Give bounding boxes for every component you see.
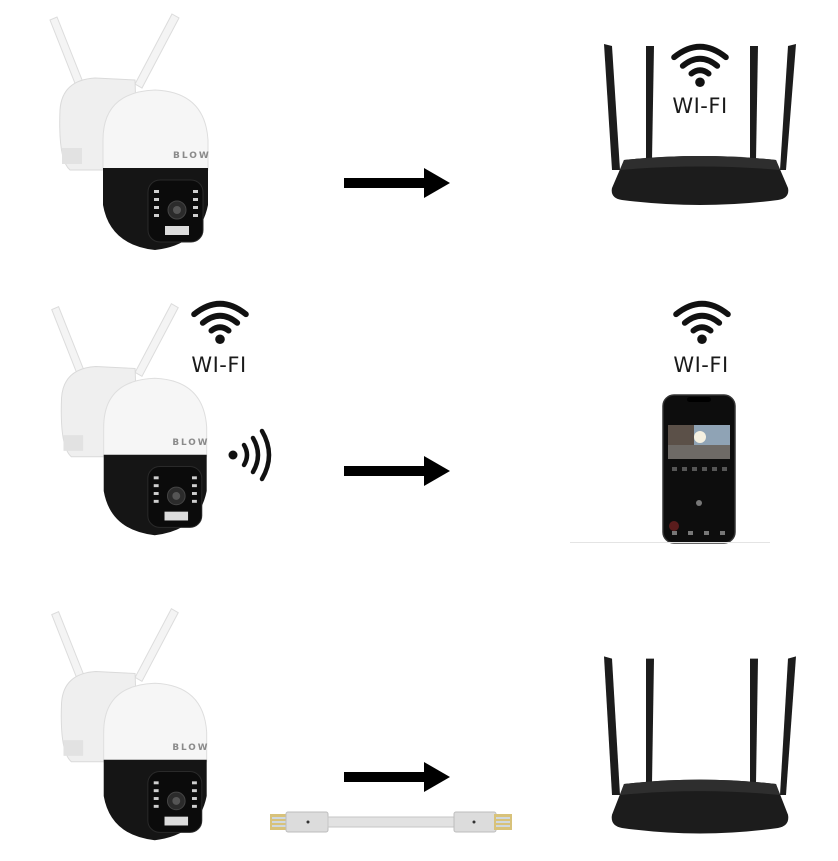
arrow-right-icon <box>344 762 450 792</box>
wifi-icon <box>672 297 732 345</box>
smartphone-app-image <box>662 394 736 544</box>
ip-camera-image <box>40 595 240 850</box>
wifi-label: WI-FI <box>673 353 729 377</box>
row-camera-to-wifi-router: WI-FI <box>0 0 838 260</box>
wifi-icon <box>670 40 730 88</box>
row-camera-to-router-via-ethernet <box>0 590 838 861</box>
radio-waves-icon <box>228 428 272 482</box>
wifi-label: WI-FI <box>672 94 728 118</box>
wifi-label: WI-FI <box>191 353 247 377</box>
ethernet-cable-icon <box>270 811 512 833</box>
router-image <box>580 630 820 850</box>
shelf-shadow-line <box>570 542 770 543</box>
ip-camera-image <box>40 0 240 260</box>
arrow-right-icon <box>344 168 450 198</box>
row-camera-to-smartphone: WI-FI WI-FI <box>0 285 838 545</box>
arrow-right-icon <box>344 456 450 486</box>
wifi-icon <box>190 297 250 345</box>
